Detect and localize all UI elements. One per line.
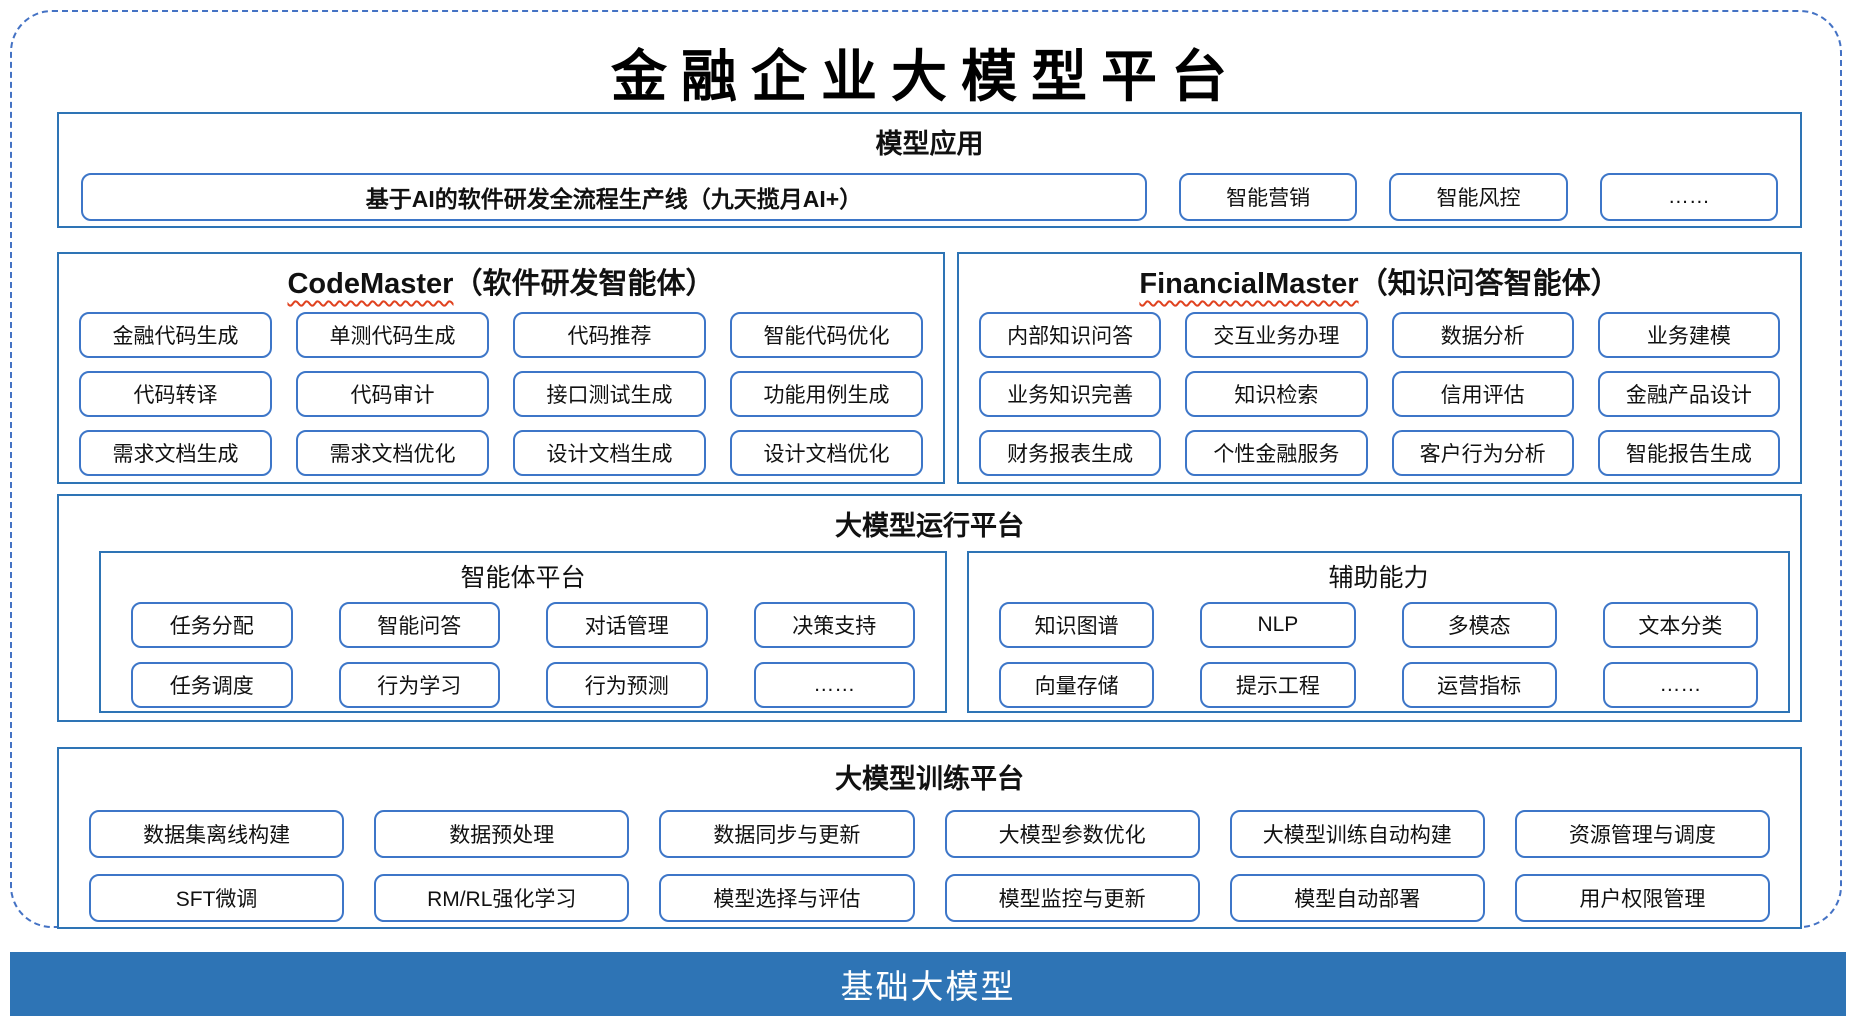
base-model-bar-label: 基础大模型 (840, 968, 1016, 1005)
item-pill: 代码转译 (79, 371, 272, 417)
codemaster-pills: 金融代码生成单测代码生成代码推荐智能代码优化代码转译代码审计接口测试生成功能用例… (79, 312, 923, 476)
item-pill: 数据集离线构建 (89, 810, 345, 858)
item-pill: 业务建模 (1597, 312, 1780, 358)
model-apps-pills: 智能营销智能风控 …… (1179, 173, 1778, 221)
item-pill: 模型监控与更新 (944, 874, 1200, 922)
section-model-apps: 模型应用 基于AI的软件研发全流程生产线（九天揽月AI+） 智能营销智能风控 …… (57, 112, 1802, 228)
section-runtime-platform: 大模型运行平台 智能体平台 任务分配智能问答对话管理决策支持任务调度行为学习行为… (57, 494, 1802, 722)
item-pill: 任务分配 (131, 602, 293, 648)
agents-row: CodeMaster（软件研发智能体） 金融代码生成单测代码生成代码推荐智能代码… (57, 252, 1802, 484)
agent-platform-pills: 任务分配智能问答对话管理决策支持任务调度行为学习行为预测 …… (131, 602, 915, 708)
item-pill: 单测代码生成 (296, 312, 489, 358)
item-pill: …… (1599, 173, 1778, 221)
item-pill: 知识检索 (1185, 371, 1368, 417)
item-pill: 业务知识完善 (979, 371, 1162, 417)
section-training-platform: 大模型训练平台 数据集离线构建数据预处理数据同步与更新大模型参数优化大模型训练自… (57, 747, 1802, 929)
item-pill: 行为预测 (546, 662, 708, 708)
financialmaster-pills: 内部知识问答交互业务办理数据分析业务建模业务知识完善知识检索信用评估金融产品设计… (979, 312, 1780, 476)
item-pill: 智能营销 (1179, 173, 1358, 221)
item-pill: 任务调度 (131, 662, 293, 708)
item-pill: 智能风控 (1389, 173, 1568, 221)
item-pill: 模型自动部署 (1229, 874, 1485, 922)
subsection-agent-platform: 智能体平台 任务分配智能问答对话管理决策支持任务调度行为学习行为预测 …… (99, 551, 947, 713)
item-pill: 内部知识问答 (979, 312, 1162, 358)
item-pill: 模型选择与评估 (659, 874, 915, 922)
financialmaster-title-en: FinancialMaster (1139, 268, 1359, 300)
item-pill: 代码审计 (296, 371, 489, 417)
item-pill: 数据同步与更新 (659, 810, 915, 858)
item-pill: 需求文档生成 (79, 430, 272, 476)
item-pill: 数据预处理 (374, 810, 630, 858)
item-pill: 向量存储 (999, 662, 1155, 708)
item-pill: 智能代码优化 (730, 312, 923, 358)
financialmaster-header: FinancialMaster（知识问答智能体） (959, 254, 1800, 302)
item-pill: 用户权限管理 (1514, 874, 1770, 922)
item-pill: 数据分析 (1391, 312, 1574, 358)
platform-outer-dashed-border: 金融企业大模型平台 模型应用 基于AI的软件研发全流程生产线（九天揽月AI+） … (10, 10, 1842, 929)
section-financialmaster: FinancialMaster（知识问答智能体） 内部知识问答交互业务办理数据分… (957, 252, 1802, 484)
section-codemaster: CodeMaster（软件研发智能体） 金融代码生成单测代码生成代码推荐智能代码… (57, 252, 945, 484)
auxiliary-header: 辅助能力 (1328, 564, 1429, 592)
item-pill: 大模型训练自动构建 (1229, 810, 1485, 858)
item-pill: 运营指标 (1401, 662, 1557, 708)
item-pill: 金融产品设计 (1597, 371, 1780, 417)
app-pipeline-pill: 基于AI的软件研发全流程生产线（九天揽月AI+） (81, 173, 1147, 221)
item-pill: 文本分类 (1602, 602, 1758, 648)
agent-platform-header: 智能体平台 (460, 564, 586, 592)
item-pill: NLP (1200, 602, 1356, 648)
item-pill: …… (1602, 662, 1758, 708)
codemaster-title-zh: （软件研发智能体） (453, 268, 715, 300)
model-apps-row: 基于AI的软件研发全流程生产线（九天揽月AI+） 智能营销智能风控 …… (81, 173, 1778, 221)
item-pill: 财务报表生成 (979, 430, 1162, 476)
runtime-platform-header: 大模型运行平台 (835, 511, 1024, 541)
codemaster-title-en: CodeMaster (287, 268, 454, 300)
item-pill: 信用评估 (1391, 371, 1574, 417)
runtime-row: 智能体平台 任务分配智能问答对话管理决策支持任务调度行为学习行为预测 …… 辅助能… (99, 551, 1790, 713)
item-pill: 个性金融服务 (1185, 430, 1368, 476)
item-pill: 智能问答 (338, 602, 500, 648)
base-model-bar: 基础大模型 (10, 952, 1846, 1016)
financialmaster-title-zh: （知识问答智能体） (1358, 268, 1620, 300)
item-pill: 功能用例生成 (730, 371, 923, 417)
item-pill: 提示工程 (1200, 662, 1356, 708)
item-pill: 多模态 (1401, 602, 1557, 648)
codemaster-header: CodeMaster（软件研发智能体） (59, 254, 943, 302)
item-pill: 大模型参数优化 (944, 810, 1200, 858)
item-pill: 金融代码生成 (79, 312, 272, 358)
item-pill: SFT微调 (89, 874, 345, 922)
item-pill: 需求文档优化 (296, 430, 489, 476)
page-title: 金融企业大模型平台 (611, 47, 1241, 109)
item-pill: RM/RL强化学习 (374, 874, 630, 922)
item-pill: 决策支持 (753, 602, 915, 648)
item-pill: 行为学习 (338, 662, 500, 708)
item-pill: 设计文档优化 (730, 430, 923, 476)
item-pill: 接口测试生成 (513, 371, 706, 417)
section-model-apps-header: 模型应用 (875, 129, 984, 159)
item-pill: 资源管理与调度 (1514, 810, 1770, 858)
auxiliary-pills: 知识图谱 NLP 多模态文本分类向量存储提示工程运营指标 …… (999, 602, 1758, 708)
item-pill: 代码推荐 (513, 312, 706, 358)
item-pill: 智能报告生成 (1597, 430, 1780, 476)
item-pill: 对话管理 (546, 602, 708, 648)
item-pill: …… (753, 662, 915, 708)
item-pill: 设计文档生成 (513, 430, 706, 476)
item-pill: 客户行为分析 (1391, 430, 1574, 476)
item-pill: 知识图谱 (999, 602, 1155, 648)
subsection-auxiliary: 辅助能力 知识图谱 NLP 多模态文本分类向量存储提示工程运营指标 …… (967, 551, 1790, 713)
item-pill: 交互业务办理 (1185, 312, 1368, 358)
training-platform-header: 大模型训练平台 (835, 764, 1024, 794)
training-platform-pills: 数据集离线构建数据预处理数据同步与更新大模型参数优化大模型训练自动构建资源管理与… (89, 810, 1770, 922)
